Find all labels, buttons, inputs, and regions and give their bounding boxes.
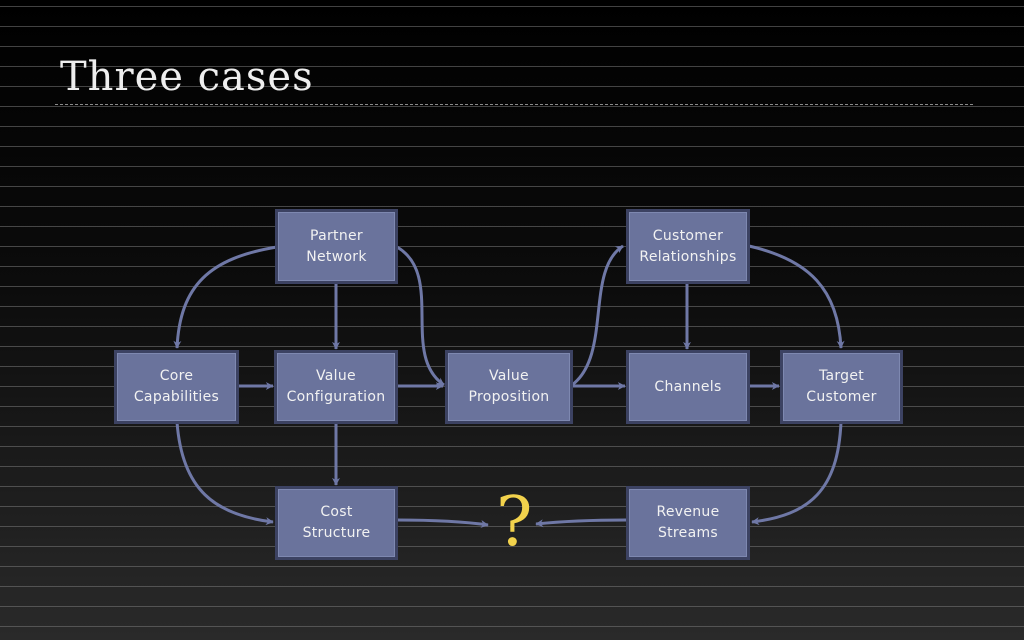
- node-target-customer: Target Customer: [780, 350, 903, 424]
- arrow-proposition-to-relationships: [571, 244, 624, 387]
- arrow-revenue-to-question: [535, 518, 627, 528]
- arrow-target-to-revenue: [751, 421, 843, 526]
- arrow-partner-to-proposition: [396, 245, 445, 387]
- arrow-core-to-cost: [175, 421, 274, 526]
- slide-title: Three cases: [60, 54, 314, 100]
- node-core-capabilities: Core Capabilities: [114, 350, 239, 424]
- node-cost-structure: Cost Structure: [275, 486, 398, 560]
- title-divider: [55, 104, 973, 105]
- node-revenue-streams: Revenue Streams: [626, 486, 750, 560]
- question-mark: ?: [496, 483, 533, 562]
- arrow-cost-to-question: [396, 518, 489, 528]
- node-value-proposition: Value Proposition: [445, 350, 573, 424]
- node-channels: Channels: [626, 350, 750, 424]
- arrow-partner-to-core: [173, 245, 278, 349]
- arrow-relationships-to-target: [748, 244, 845, 349]
- node-value-configuration: Value Configuration: [274, 350, 398, 424]
- node-partner-network: Partner Network: [275, 209, 398, 284]
- node-customer-relationships: Customer Relationships: [626, 209, 750, 284]
